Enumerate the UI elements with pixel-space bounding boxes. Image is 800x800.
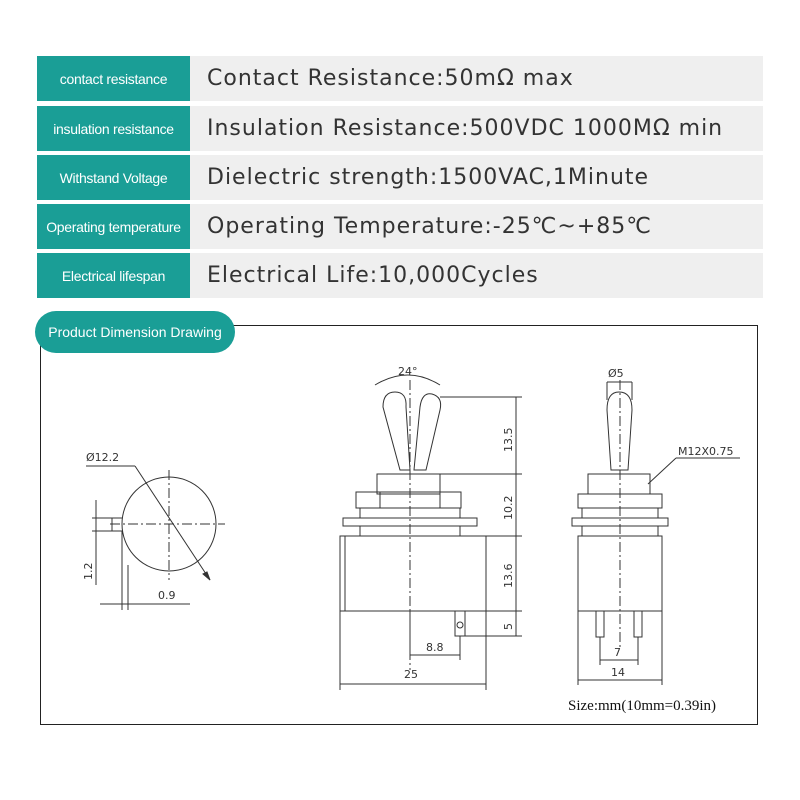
key-height-label: 1.2 — [82, 563, 95, 581]
spec-value: Electrical Life:10,000Cycles — [207, 263, 539, 288]
side-terminal — [595, 610, 605, 638]
lever-height-label: 13.5 — [502, 428, 515, 453]
spec-value: Insulation Resistance:500VDC 1000MΩ min — [207, 116, 724, 141]
body-width-label: 25 — [404, 668, 418, 681]
spec-label: insulation resistance — [37, 106, 190, 151]
angle-arc — [374, 374, 441, 386]
side-lever — [606, 391, 633, 471]
switch-front-view: 24° 13.5 10.2 13.6 5 8.8 — [339, 365, 522, 690]
spec-row-withstand-voltage: Withstand Voltage Dielectric strength:15… — [37, 155, 763, 200]
spec-row-electrical-lifespan: Electrical lifespan Electrical Life:10,0… — [37, 253, 763, 298]
diameter-arrow — [202, 571, 211, 581]
spec-label: Withstand Voltage — [37, 155, 190, 200]
body-height-label: 13.6 — [502, 564, 515, 589]
panel-cutout-view: Ø12.2 1.2 0.9 — [82, 451, 225, 610]
switch-side-view: Ø5 M12X0.75 7 14 — [571, 367, 740, 685]
lever-diameter-label: Ø5 — [608, 367, 624, 380]
terminal-spacing-label: 8.8 — [426, 641, 444, 654]
keyway-notch — [111, 517, 122, 532]
size-note: Size:mm(10mm=0.39in) — [568, 698, 717, 714]
spec-label: contact resistance — [37, 56, 190, 101]
spec-row-contact-resistance: contact resistance Contact Resistance:50… — [37, 56, 763, 101]
angle-label: 24° — [398, 365, 418, 378]
key-width-label: 0.9 — [158, 589, 176, 602]
side-width-label: 14 — [611, 666, 625, 679]
section-title-pill: Product Dimension Drawing — [35, 311, 235, 353]
terminal — [454, 610, 466, 637]
bushing-height-label: 10.2 — [502, 496, 515, 521]
side-terminal — [633, 610, 643, 638]
lever-left — [382, 391, 411, 471]
spec-value: Operating Temperature:-25℃~+85℃ — [207, 214, 652, 239]
thread-label: M12X0.75 — [678, 445, 734, 458]
side-nut-top — [587, 473, 651, 495]
lever-right — [413, 393, 442, 471]
nut-top — [376, 473, 441, 495]
spec-label: Electrical lifespan — [37, 253, 190, 298]
thread-leader — [647, 457, 677, 485]
spec-value: Contact Resistance:50mΩ max — [207, 66, 574, 91]
terminal-height-label: 5 — [502, 623, 515, 630]
diameter-line — [134, 465, 211, 581]
spec-row-insulation-resistance: insulation resistance Insulation Resista… — [37, 106, 763, 151]
switch-body — [339, 535, 487, 612]
side-terminal-spacing-label: 7 — [614, 646, 621, 659]
spec-row-operating-temperature: Operating temperature Operating Temperat… — [37, 204, 763, 249]
diameter-label: Ø12.2 — [86, 451, 119, 464]
spec-value: Dielectric strength:1500VAC,1Minute — [207, 165, 650, 190]
spec-label: Operating temperature — [37, 204, 190, 249]
terminal-hole — [456, 621, 464, 629]
